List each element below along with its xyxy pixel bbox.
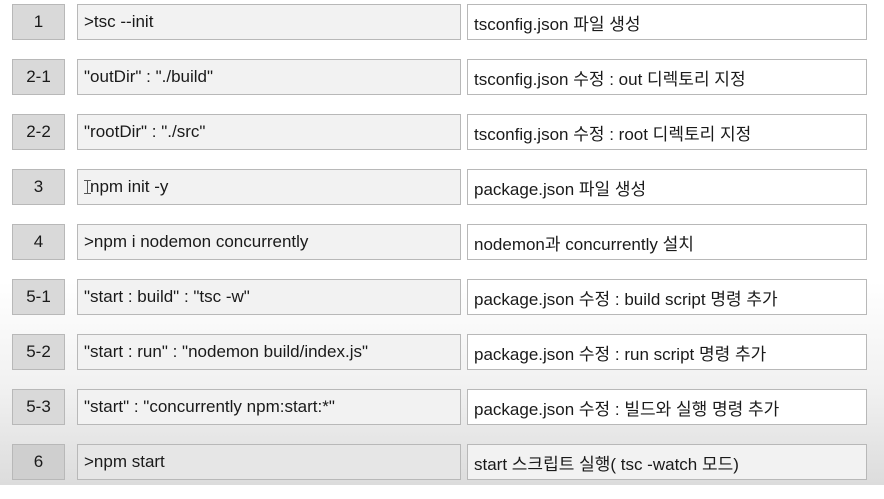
- step-command: >npm i nodemon concurrently: [77, 224, 461, 260]
- step-command: "rootDir" : "./src": [77, 114, 461, 150]
- step-command: "start : build" : "tsc -w": [77, 279, 461, 315]
- table-row: 5-1 "start : build" : "tsc -w" package.j…: [12, 279, 870, 317]
- step-number: 4: [12, 224, 65, 260]
- steps-table: 1 >tsc --init tsconfig.json 파일 생성 2-1 "o…: [12, 4, 870, 499]
- step-command: "outDir" : "./build": [77, 59, 461, 95]
- step-description: start 스크립트 실행( tsc -watch 모드): [467, 444, 867, 480]
- table-row: 6 >npm start start 스크립트 실행( tsc -watch 모…: [12, 444, 870, 482]
- step-number: 5-2: [12, 334, 65, 370]
- step-description: tsconfig.json 파일 생성: [467, 4, 867, 40]
- step-description: package.json 파일 생성: [467, 169, 867, 205]
- table-row: 3 npm init -y package.json 파일 생성: [12, 169, 870, 207]
- table-row: 2-1 "outDir" : "./build" tsconfig.json 수…: [12, 59, 870, 97]
- table-row: 5-2 "start : run" : "nodemon build/index…: [12, 334, 870, 372]
- step-description: package.json 수정 : 빌드와 실행 명령 추가: [467, 389, 867, 425]
- step-description: package.json 수정 : build script 명령 추가: [467, 279, 867, 315]
- step-number: 6: [12, 444, 65, 480]
- step-command: npm init -y: [90, 177, 169, 196]
- table-row: 4 >npm i nodemon concurrently nodemon과 c…: [12, 224, 870, 262]
- step-command: "start : run" : "nodemon build/index.js": [77, 334, 461, 370]
- step-description: tsconfig.json 수정 : root 디렉토리 지정: [467, 114, 867, 150]
- step-number: 5-1: [12, 279, 65, 315]
- step-command: >npm start: [77, 444, 461, 480]
- table-row: 1 >tsc --init tsconfig.json 파일 생성: [12, 4, 870, 42]
- step-number: 2-1: [12, 59, 65, 95]
- step-number: 1: [12, 4, 65, 40]
- step-command-cell: npm init -y: [77, 169, 461, 205]
- step-command: "start" : "concurrently npm:start:*": [77, 389, 461, 425]
- step-number: 3: [12, 169, 65, 205]
- step-command: >tsc --init: [77, 4, 461, 40]
- step-description: tsconfig.json 수정 : out 디렉토리 지정: [467, 59, 867, 95]
- text-cursor-icon: [84, 180, 92, 194]
- table-row: 2-2 "rootDir" : "./src" tsconfig.json 수정…: [12, 114, 870, 152]
- step-description: package.json 수정 : run script 명령 추가: [467, 334, 867, 370]
- step-number: 2-2: [12, 114, 65, 150]
- table-row: 5-3 "start" : "concurrently npm:start:*"…: [12, 389, 870, 427]
- step-number: 5-3: [12, 389, 65, 425]
- step-description: nodemon과 concurrently 설치: [467, 224, 867, 260]
